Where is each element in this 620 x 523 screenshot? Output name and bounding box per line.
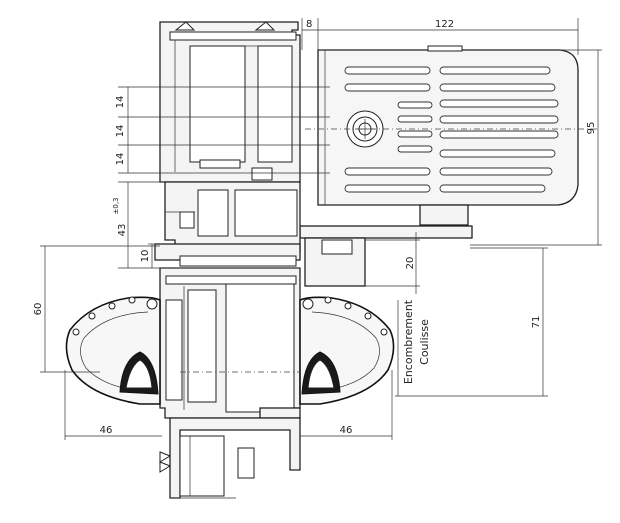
dim-profile-height: 43 [117, 224, 128, 237]
dim-base-gap: 10 [140, 250, 151, 263]
dim-right-offset: 46 [340, 425, 353, 436]
middle-frame-profile [154, 181, 301, 267]
dim-pitch-1: 14 [115, 96, 126, 109]
dimension-texts: 8 122 95 14 14 14 43 ±0,3 10 20 60 71 46… [33, 19, 597, 436]
dim-profile-tolerance: ±0,3 [112, 198, 120, 215]
label-encombrement: Encombrement [402, 299, 415, 384]
left-handle [65, 296, 161, 405]
dim-motor-length: 122 [435, 19, 454, 30]
encombrement-labels: Encombrement Coulisse [402, 299, 431, 384]
dimension-lines [40, 18, 602, 440]
dim-left-height: 60 [33, 303, 44, 316]
upper-frame-profile [159, 21, 301, 183]
dim-top-gap: 8 [306, 19, 312, 30]
vent-slots [344, 66, 559, 193]
dim-left-offset: 46 [100, 425, 113, 436]
drive-axis [346, 110, 384, 148]
dim-slide-gap: 20 [405, 257, 416, 270]
right-handle [299, 296, 395, 405]
dim-pitch-3: 14 [115, 153, 126, 166]
dim-right-height: 71 [531, 316, 542, 329]
label-coulisse: Coulisse [418, 319, 431, 365]
motor-unit [299, 45, 600, 287]
dim-pitch-2: 14 [115, 125, 126, 138]
dim-motor-height: 95 [586, 122, 597, 135]
lower-frame-profile [158, 267, 301, 499]
